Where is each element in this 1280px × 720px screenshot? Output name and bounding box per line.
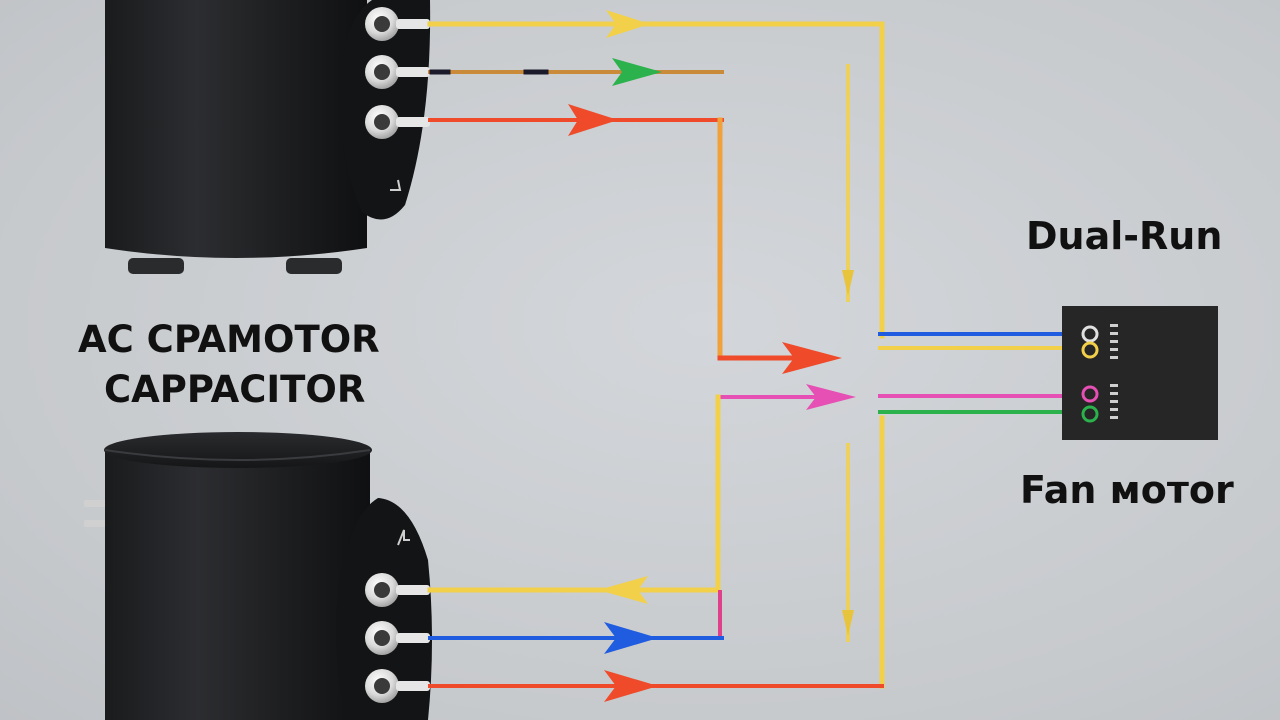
bottom-capacitor [84,432,432,720]
wires [427,21,1084,689]
arrow-icon [606,10,650,38]
arrows [568,10,856,702]
arrow-icon [604,622,658,654]
terminal-icon [1081,325,1099,423]
arrow-icon [842,270,854,296]
capacitor-foot [128,258,184,274]
side-terminal [84,520,108,527]
arrow-icon [612,58,662,86]
motor-markings [1110,324,1118,419]
arrow-icon [842,610,854,636]
terminal-icon [365,7,430,41]
plate-mark [397,529,410,546]
capacitor-title-line1: AC CPAMOTOR [78,318,380,361]
terminal-icon [365,55,430,89]
fan-motor-box [1062,306,1218,440]
arrow-icon [598,576,648,604]
capacitor-title-line2: CAPPACITOR [104,368,366,411]
capacitor-body [105,0,367,258]
terminal-icon [365,621,430,655]
capacitor-foot [286,258,342,274]
top-capacitor [105,0,431,274]
terminal-icon [365,669,430,703]
terminal-plate [336,498,432,720]
dual-run-label: Dual-Run [1026,214,1223,258]
capacitor-lid [104,432,372,468]
terminal-icon [365,573,430,607]
arrow-icon [806,384,856,410]
plate-mark [390,179,402,191]
yellow-wire [427,394,721,593]
arrow-icon [782,342,842,374]
fan-motor-label: Fan мотоr [1020,468,1234,512]
yellow-wire [427,21,885,339]
arrow-icon [604,670,658,702]
arrow-icon [568,104,618,136]
terminal-icon [365,105,430,139]
side-terminal [84,500,108,507]
capacitor-body [105,448,370,720]
